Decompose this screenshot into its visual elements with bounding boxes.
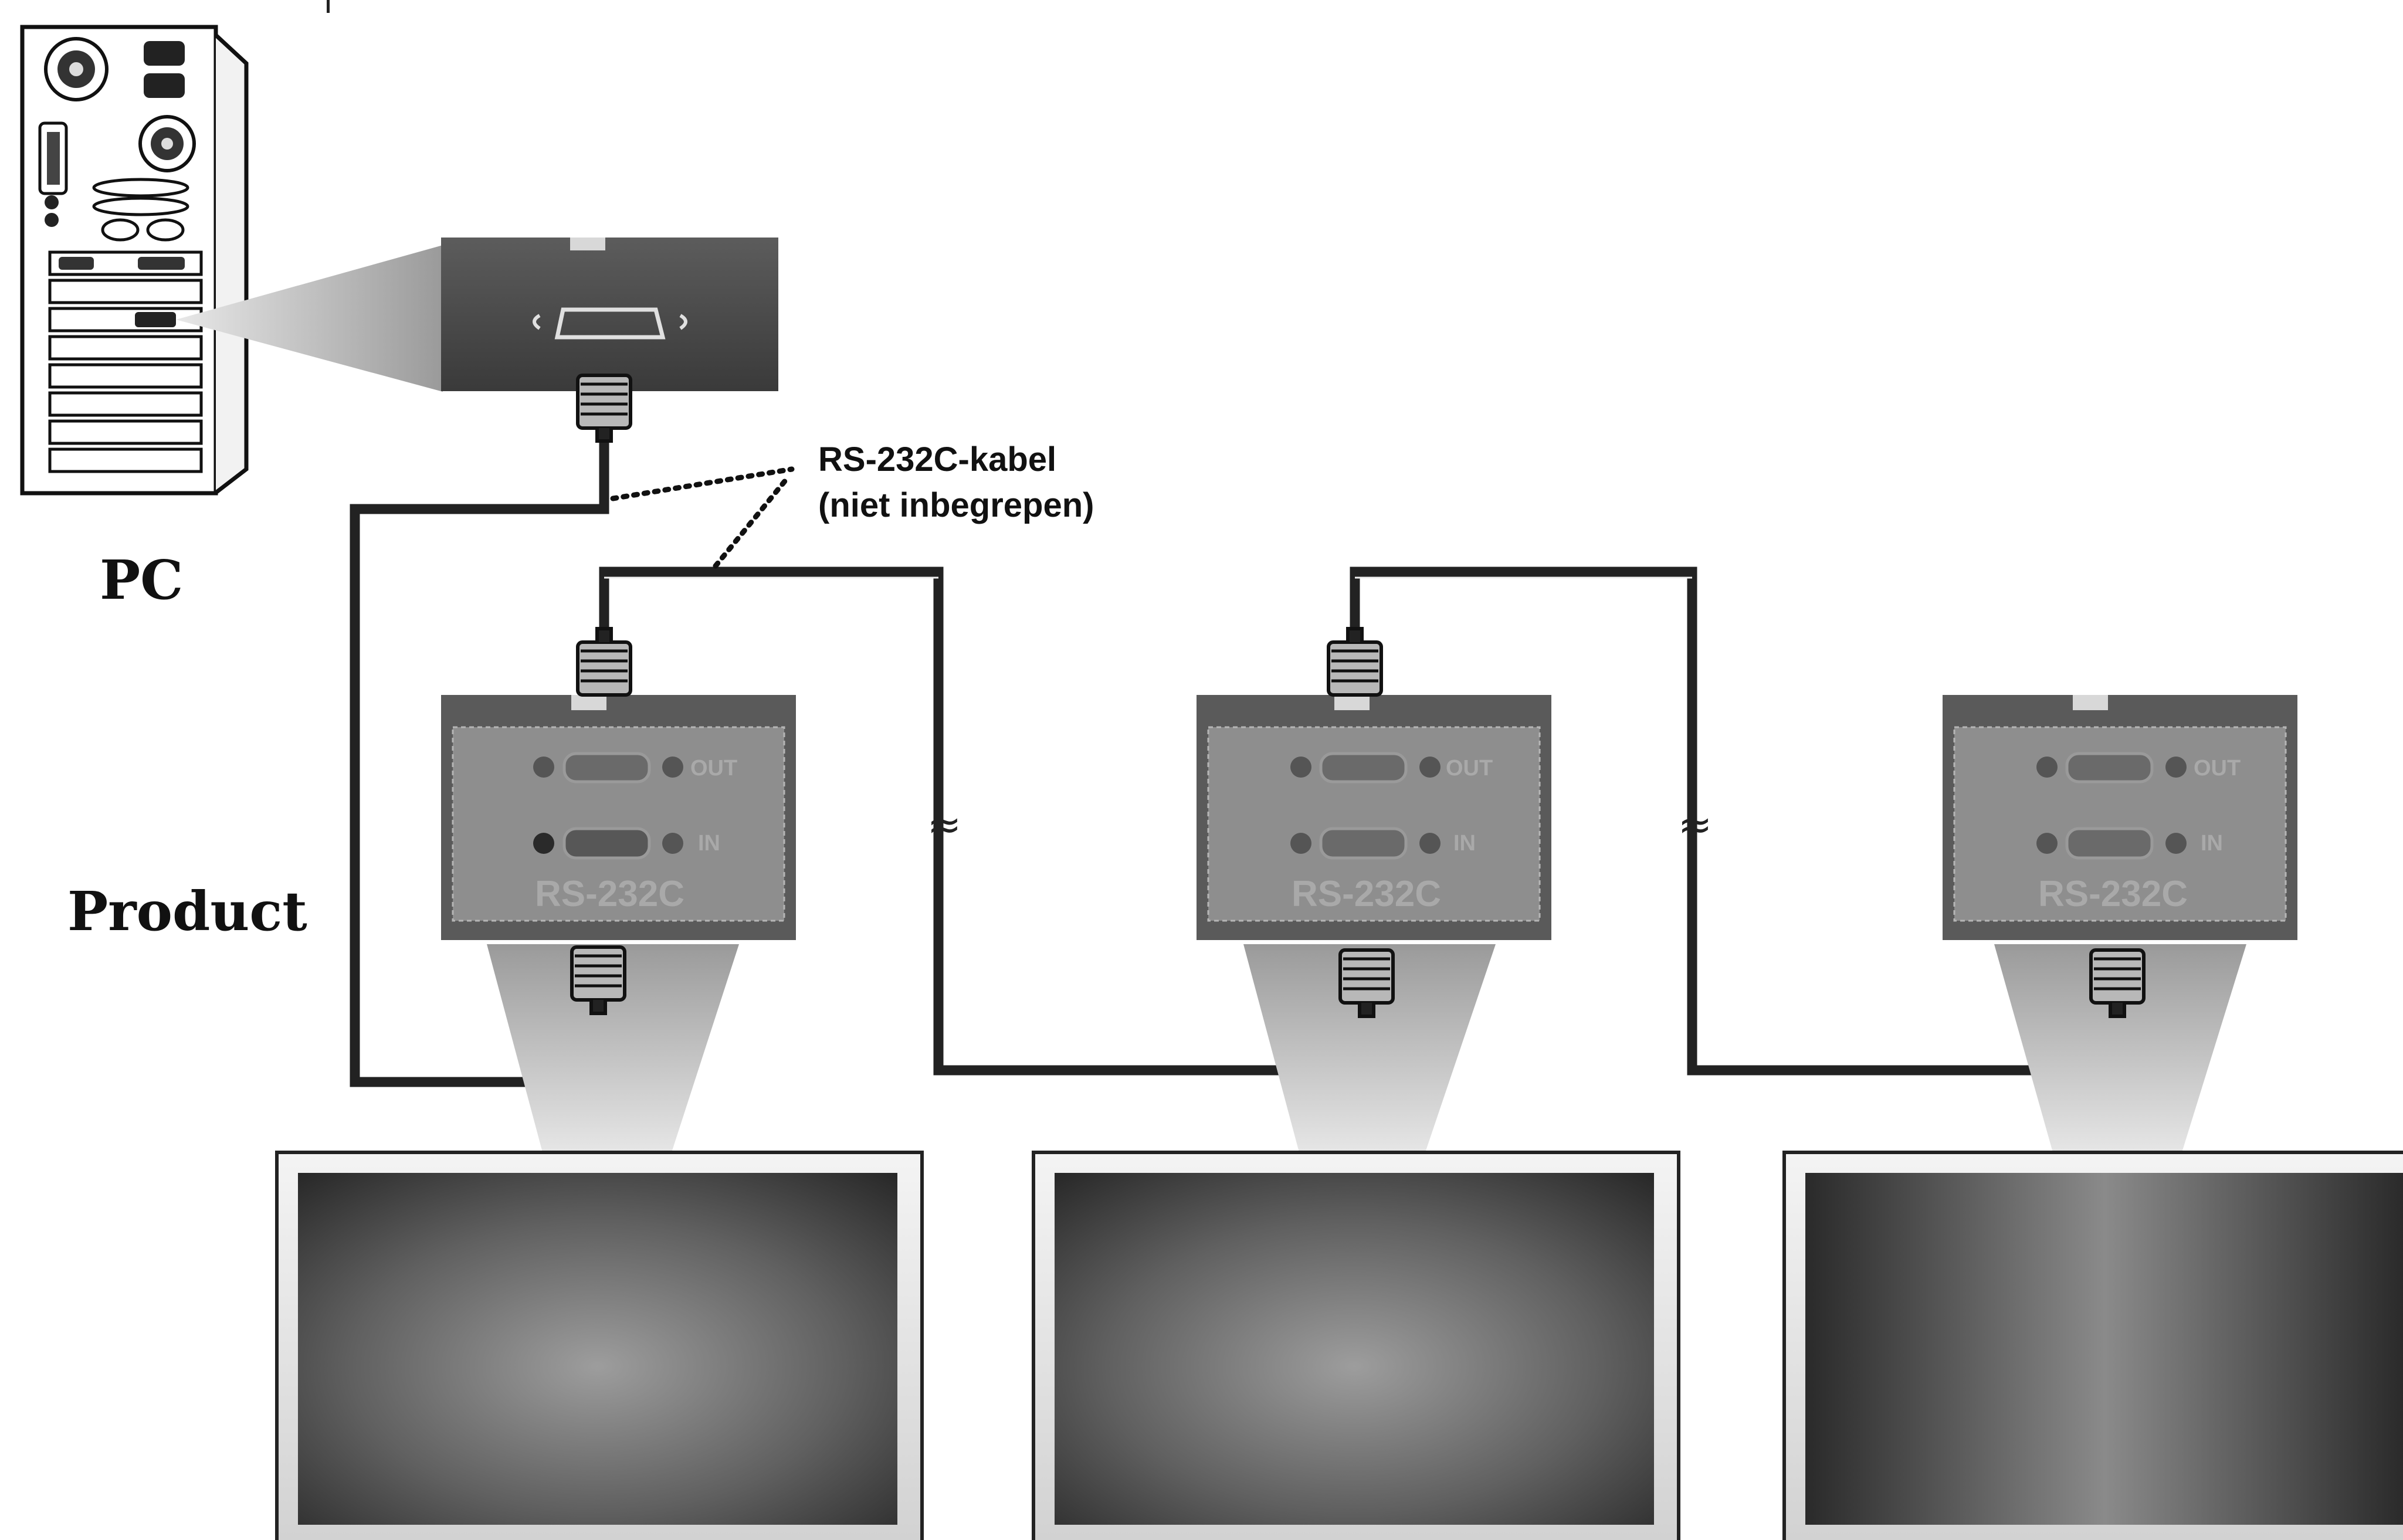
monitor-icon (1032, 1151, 1680, 1540)
db9-connector-icon (2089, 948, 2146, 1018)
panel-title: RS-232C (2038, 874, 2188, 914)
pc-tower-icon (20, 25, 249, 496)
pc-serial-port-box (441, 238, 778, 391)
port-out-label: OUT (690, 756, 737, 781)
monitor-icon (1782, 1151, 2403, 1540)
connector-panel-2 (1197, 695, 1551, 940)
cable-label: RS-232C-kabel (niet inbegrepen) (818, 437, 1094, 529)
cable-label-line2: (niet inbegrepen) (818, 486, 1094, 525)
product-label: Product (67, 880, 307, 943)
db9-connector-icon (576, 374, 632, 443)
port-in-label: IN (698, 831, 720, 856)
port-out-label: OUT (1446, 756, 1493, 781)
cable-label-line1: RS-232C-kabel (818, 440, 1057, 479)
port-out-label: OUT (2194, 756, 2241, 781)
db9-connector-icon (1338, 948, 1395, 1018)
db9-connector-icon (570, 945, 626, 1015)
panel-title: RS-232C (535, 874, 684, 914)
panel-title: RS-232C (1292, 874, 1441, 914)
cable-break-icon: ≈ (927, 800, 962, 849)
pc-zoom-beam (176, 245, 443, 392)
db9-connector-icon (576, 627, 632, 697)
port-in-label: IN (2201, 831, 2223, 856)
cable-break-icon: ≈ (1678, 800, 1713, 849)
pc-label: PC (100, 548, 184, 612)
cable-leader-lines (610, 466, 795, 569)
monitor-icon (275, 1151, 924, 1540)
db9-connector-icon (1327, 627, 1383, 697)
port-in-label: IN (1453, 831, 1476, 856)
connector-panel-3 (1943, 695, 2297, 940)
connector-panel-1 (441, 695, 796, 940)
